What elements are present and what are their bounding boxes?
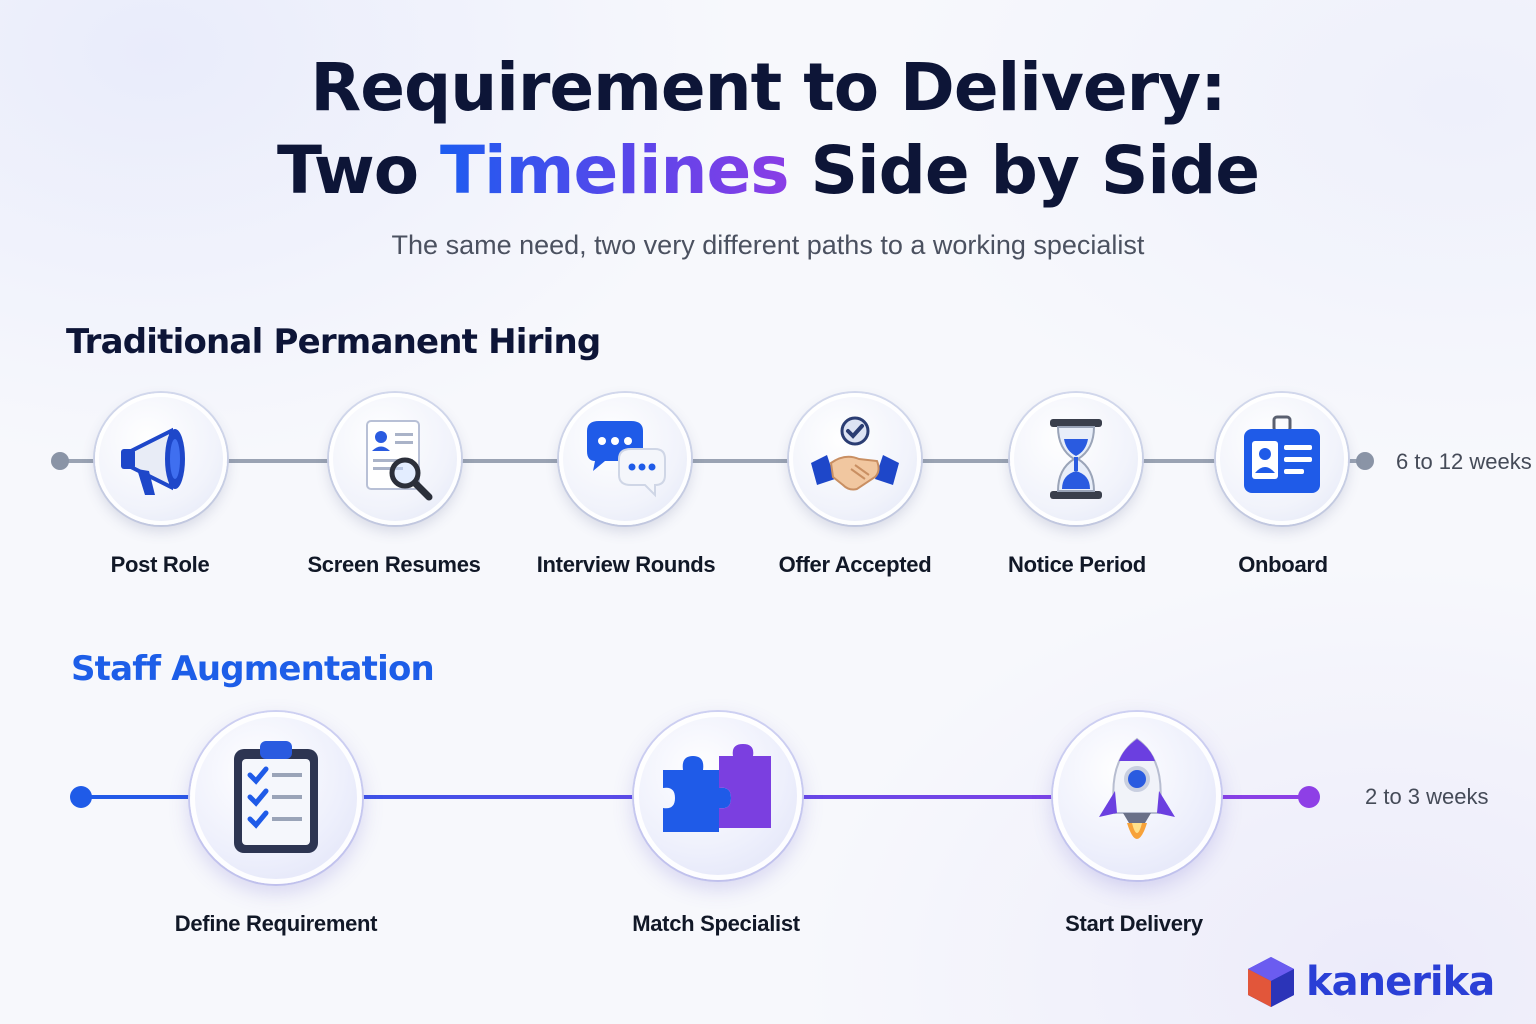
id-badge-icon [1244, 415, 1320, 493]
megaphone-icon [121, 427, 185, 495]
brand-logo-text: kanerika [1306, 959, 1495, 1005]
traditional-start-dot [51, 452, 69, 470]
kanerika-cube-icon [1248, 957, 1294, 1007]
step-node-screen-resumes [329, 393, 461, 525]
page-title-line-1: Requirement to Delivery: [310, 49, 1226, 126]
step-label-define-requirement: Define Requirement [174, 911, 378, 936]
clipboard-checklist-icon [234, 741, 318, 853]
subtitle: The same need, two very different paths … [391, 230, 1145, 260]
augmentation-duration: 2 to 3 weeks [1365, 784, 1489, 809]
puzzle-icon [663, 744, 771, 832]
step-node-offer-accepted [789, 393, 921, 525]
brand-logo: kanerika [1246, 955, 1495, 1009]
title-prefix: Two [276, 132, 441, 209]
augmentation-start-dot [70, 786, 92, 808]
step-label-interview-rounds: Interview Rounds [536, 552, 716, 577]
traditional-duration: 6 to 12 weeks [1396, 449, 1532, 474]
step-label-notice-period: Notice Period [1008, 552, 1146, 577]
step-label-onboard: Onboard [1238, 552, 1328, 577]
step-node-define-requirement [190, 712, 362, 884]
traditional-track-line [60, 459, 1365, 463]
handshake-icon [811, 416, 899, 491]
step-node-notice-period [1010, 393, 1142, 525]
step-label-offer-accepted: Offer Accepted [778, 552, 932, 577]
page-title-line-2: Two Timelines Side by Side [0, 138, 1536, 204]
step-label-start-delivery: Start Delivery [1065, 911, 1203, 936]
step-node-start-delivery [1053, 712, 1221, 880]
chat-bubbles-icon [587, 421, 666, 498]
step-node-onboard [1216, 393, 1348, 525]
traditional-hiring-heading: Traditional Permanent Hiring [66, 322, 601, 362]
step-label-post-role: Post Role [110, 552, 210, 577]
staff-augmentation-heading: Staff Augmentation [71, 649, 435, 689]
traditional-end-dot [1356, 452, 1374, 470]
step-label-match-specialist: Match Specialist [632, 911, 800, 936]
resume-search-icon [366, 420, 433, 501]
step-node-post-role [95, 393, 227, 525]
rocket-icon [1099, 737, 1175, 839]
title-suffix: Side by Side [788, 132, 1260, 209]
step-label-screen-resumes: Screen Resumes [307, 552, 481, 577]
step-node-interview-rounds [559, 393, 691, 525]
hourglass-icon [1050, 419, 1102, 499]
title-highlight: Timelines [440, 132, 789, 209]
step-node-match-specialist [634, 712, 802, 880]
augmentation-end-dot [1298, 786, 1320, 808]
